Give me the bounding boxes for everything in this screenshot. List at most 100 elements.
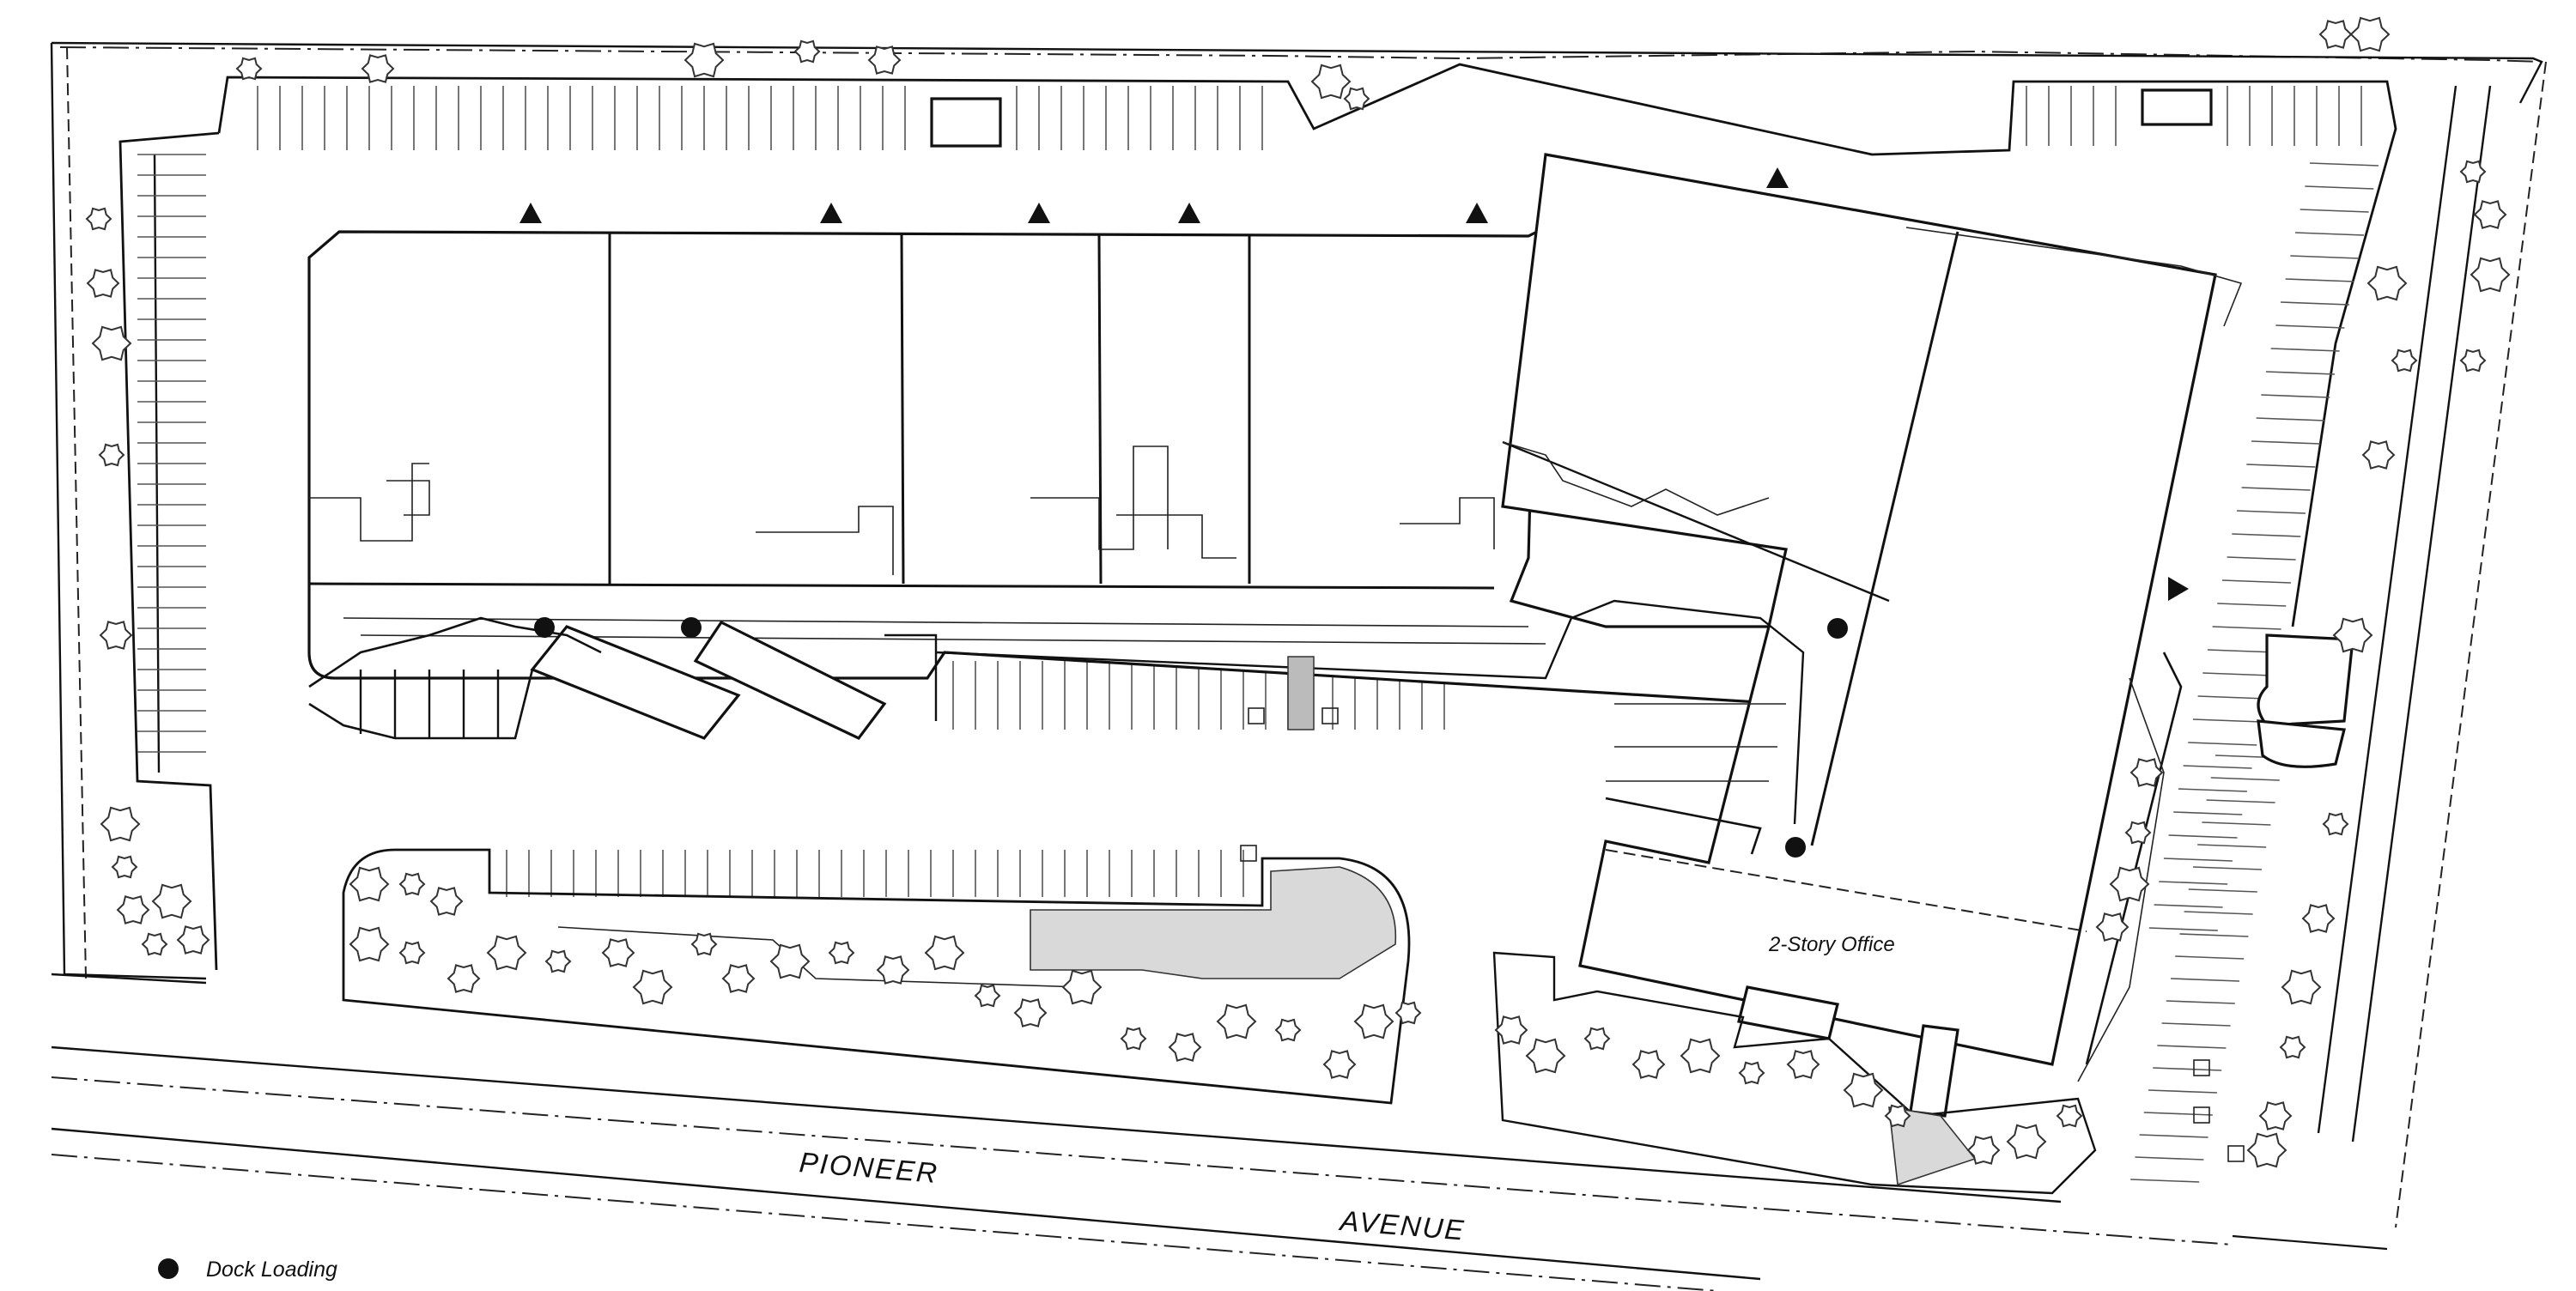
parking-stall-line <box>2130 1179 2200 1183</box>
parking-stall-line <box>2168 834 2238 839</box>
parking-stall-line <box>2188 742 2257 746</box>
parking-stall-line <box>2202 821 2271 826</box>
parking-stall-line <box>2197 695 2267 700</box>
landscape-island <box>342 848 1411 1105</box>
accessible-stall-icon <box>2227 1145 2245 1162</box>
tree-icon <box>99 621 133 650</box>
parking-stalls-top <box>257 86 2362 150</box>
tree-icon <box>1394 1001 1422 1025</box>
parking-stall-line <box>2183 765 2252 769</box>
parking-stall-line <box>2275 324 2345 329</box>
tree-icon <box>1168 1033 1202 1062</box>
tree-icon <box>141 932 168 956</box>
tree-icon <box>176 925 210 955</box>
parking-stall-line <box>2148 927 2218 931</box>
accessible-stall-icon <box>2193 1059 2210 1076</box>
tree-icon <box>1966 1136 2001 1165</box>
property-boundary <box>50 41 2547 1228</box>
parking-stalls-left <box>137 154 206 753</box>
parking-stall-line <box>2139 1134 2208 1138</box>
tree-icon <box>2006 1124 2047 1160</box>
parking-stall-line <box>2300 209 2369 213</box>
tree-icon <box>974 984 1001 1008</box>
tree-icon <box>683 42 725 78</box>
tree-icon <box>2301 904 2336 933</box>
parking-stall-line <box>2157 1045 2227 1049</box>
parking-stall-line <box>2217 603 2287 607</box>
parking-stall-line <box>2170 978 2240 982</box>
tree-icon <box>1274 1018 1302 1042</box>
parking-stall-line <box>2161 1022 2231 1027</box>
tree-icon <box>100 806 141 842</box>
tree-icon <box>2366 265 2408 301</box>
tree-icon <box>2281 969 2322 1005</box>
tree-icon <box>2459 349 2487 373</box>
parking-stall-line <box>2143 1112 2213 1116</box>
tree-icon <box>1061 969 1103 1005</box>
street-label-pioneer: PIONEER <box>798 1146 939 1189</box>
parking-stall-line <box>2207 649 2276 653</box>
parking-stall-line <box>2192 718 2262 723</box>
tree-icon <box>2361 440 2396 470</box>
tree-icon <box>1216 1003 1257 1039</box>
parking-stall-line <box>2197 844 2267 848</box>
office-label: 2-Story Office <box>1768 933 1895 956</box>
tree-icon <box>1120 1027 1147 1051</box>
parking-stall-line <box>2202 672 2272 676</box>
tree-icon <box>2473 200 2507 229</box>
parking-stall-line <box>2159 881 2228 885</box>
tree-icon <box>876 955 910 985</box>
tree-icon <box>2124 821 2152 845</box>
parking-stall-line <box>2309 162 2379 167</box>
tree-icon <box>2391 349 2418 373</box>
tree-icon <box>1738 1061 1765 1085</box>
tree-icon <box>116 895 150 924</box>
parking-stall-line <box>2305 185 2374 190</box>
parking-stall-line <box>2280 301 2350 306</box>
pioneer-avenue <box>51 973 2388 1291</box>
parking-stall-line <box>2265 371 2335 375</box>
loading-bays <box>308 616 938 741</box>
tree-icon <box>1353 1003 1394 1039</box>
tree-icon <box>1310 64 1352 100</box>
dock-loading-dot <box>1827 618 1848 639</box>
accessible-stall-icon <box>1248 707 1265 724</box>
entry-triangle-icon <box>1028 203 1050 223</box>
tree-icon <box>85 207 112 231</box>
legend: Dock Loading <box>158 1258 337 1282</box>
large-building <box>1501 153 2243 1118</box>
parking-stall-line <box>2221 579 2291 584</box>
tree-icon <box>601 938 635 967</box>
parking-stall-line <box>2179 933 2249 937</box>
tree-icon <box>1583 1027 1611 1051</box>
tree-icon <box>1631 1050 1666 1079</box>
parking-stall-line <box>2153 1067 2222 1071</box>
accessible-stall-icon <box>1240 845 1257 862</box>
hatched-crosswalk <box>1287 656 1315 730</box>
parking-stall-line <box>2210 777 2280 781</box>
accessible-stall-icon <box>1321 707 1339 724</box>
tree-icon <box>793 39 821 64</box>
accessible-stall-icon <box>2193 1106 2210 1124</box>
tree-icon <box>2349 16 2391 52</box>
dock-loading-dot <box>534 617 555 638</box>
parking-stall-line <box>2135 1156 2204 1161</box>
tree-icon <box>2279 1035 2306 1059</box>
tree-icon <box>235 57 263 81</box>
tree-icon <box>429 887 464 916</box>
parking-stall-line <box>2148 1089 2218 1094</box>
tree-icon <box>151 883 192 919</box>
dock-loading-dot <box>1785 837 1806 858</box>
entry-triangle-icon <box>2168 577 2189 601</box>
parking-stall-line <box>2251 440 2320 445</box>
parking-stall-line <box>2184 911 2253 915</box>
parking-stall-line <box>2246 464 2316 468</box>
tree-icon <box>690 932 718 956</box>
parking-stall-line <box>2261 394 2330 398</box>
tree-icon <box>361 54 395 83</box>
tree-icon <box>769 943 811 979</box>
dock-loading-legend-dot <box>158 1258 179 1279</box>
parking-stall-line <box>2175 955 2245 960</box>
tree-icon <box>2109 866 2150 902</box>
